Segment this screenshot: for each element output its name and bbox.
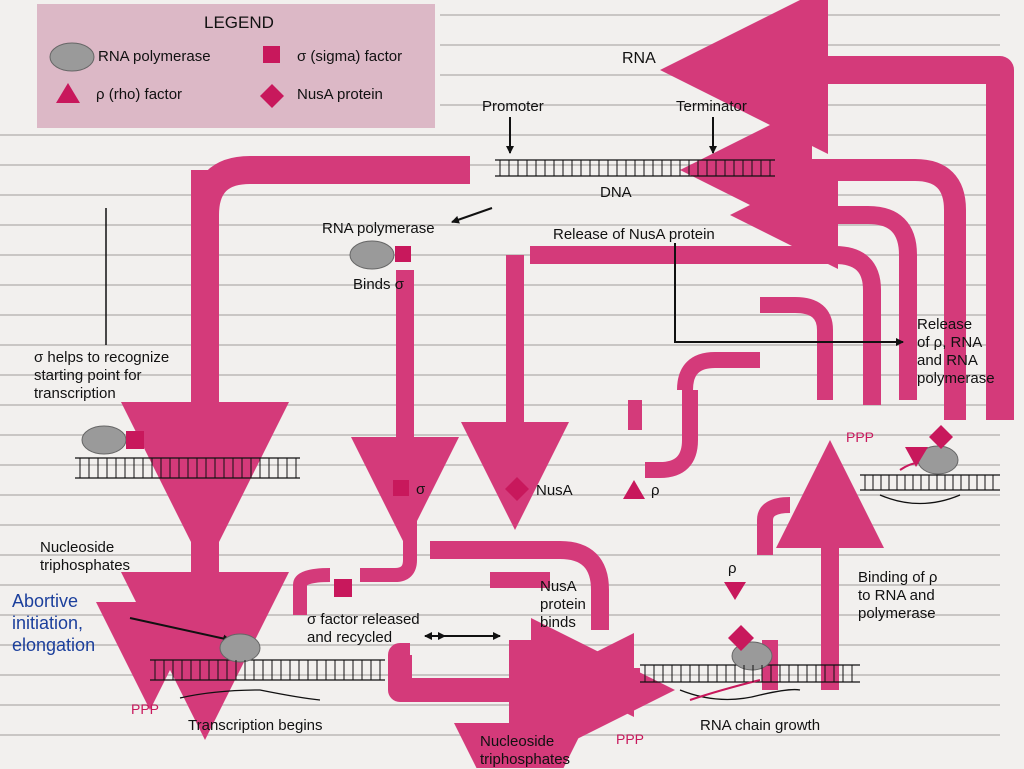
- dna-base-pairs-top: [499, 160, 771, 176]
- label-release-nusa: Release of NusA protein: [553, 226, 715, 243]
- dna-strand-transcription: [150, 659, 385, 701]
- rna-polymerase-icon: [219, 633, 261, 663]
- label-nucleoside-bottom: Nucleoside triphosphates: [480, 733, 571, 768]
- label-sigma-small: σ: [416, 481, 426, 498]
- dna-base-pairs-termination: [864, 475, 994, 490]
- nusa-protein-icon: [505, 477, 529, 501]
- sigma-factor-icon: [126, 431, 144, 449]
- dna-base-pairs-transcription: [154, 660, 381, 680]
- label-promoter: Promoter: [482, 98, 544, 115]
- rho-factor-icon: [724, 582, 746, 600]
- label-ppp-transcription: PPP: [131, 701, 160, 717]
- label-rho-small-2: ρ: [728, 560, 737, 577]
- sigma-factor-icon: [263, 46, 280, 63]
- legend-box: [37, 4, 435, 128]
- label-nusa-small: NusA: [536, 482, 573, 499]
- nusa-protein-icon: [728, 625, 754, 651]
- annotation-arrows: [105, 117, 904, 643]
- label-nusa-binds: NusA protein binds: [540, 578, 586, 631]
- label-dna: DNA: [600, 184, 632, 201]
- legend-rho-label: ρ (rho) factor: [96, 86, 183, 103]
- label-binds-sigma: Binds σ: [353, 276, 404, 293]
- legend-rna-polymerase-label: RNA polymerase: [98, 48, 211, 65]
- sigma-factor-icon: [334, 579, 352, 597]
- label-binding-rho: Binding of ρ to RNA and polymerase: [858, 569, 938, 622]
- legend-sigma-label: σ (sigma) factor: [297, 48, 403, 65]
- label-ppp-release: PPP: [846, 429, 875, 445]
- rna-polymerase-icon: [81, 425, 127, 455]
- sigma-factor-icon: [395, 246, 411, 262]
- rho-factor-icon: [56, 83, 80, 103]
- label-rna-polymerase: RNA polymerase: [322, 220, 435, 237]
- label-rna-chain-growth: RNA chain growth: [700, 717, 821, 734]
- rho-factor-icon: [623, 480, 645, 499]
- label-rna: RNA: [622, 50, 656, 67]
- nusa-protein-icon: [260, 84, 284, 108]
- cycle-arrows: [96, 0, 1014, 768]
- sigma-factor-icon: [393, 480, 409, 496]
- rna-polymerase-icon: [349, 240, 395, 270]
- dna-base-pairs-left: [79, 458, 297, 478]
- label-sigma-helps: σ helps to recognize starting point for …: [34, 349, 170, 402]
- rna-polymerase-icon: [49, 42, 95, 72]
- dna-base-pairs-elongation: [644, 665, 853, 682]
- rho-factor-icon: [905, 447, 928, 467]
- label-sigma-released: σ factor released and recycled: [307, 611, 420, 646]
- label-abortive: Abortive initiation, elongation: [12, 591, 96, 655]
- label-release-rho: Release of ρ, RNA and RNA polymerase: [917, 316, 995, 387]
- label-terminator: Terminator: [676, 98, 747, 115]
- label-transcription-begins: Transcription begins: [188, 717, 323, 734]
- legend-title: LEGEND: [204, 13, 274, 32]
- legend-nusa-label: NusA protein: [297, 86, 383, 103]
- label-rho-small: ρ: [651, 482, 660, 499]
- label-nucleoside-left: Nucleoside triphosphates: [40, 539, 131, 574]
- nusa-protein-icon: [929, 425, 953, 449]
- label-ppp-elongation: PPP: [616, 731, 645, 747]
